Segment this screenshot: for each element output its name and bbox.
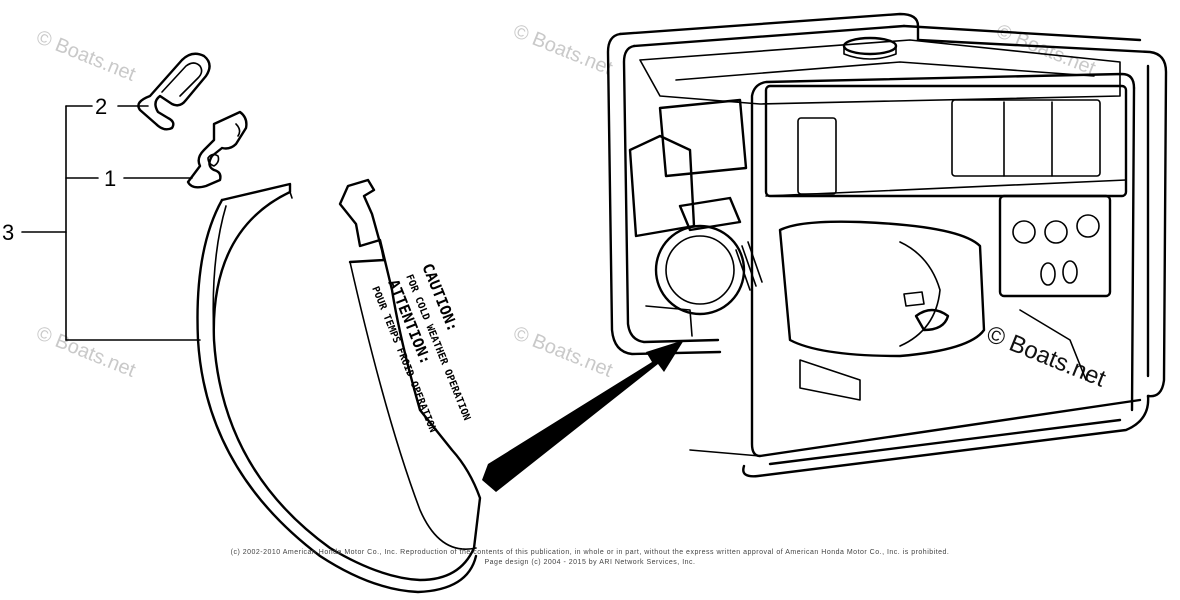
watermark-mid-left: © Boats.net [33, 322, 139, 382]
watermark-top-left: © Boats.net [33, 26, 139, 86]
watermark-top-center: © Boats.net [510, 20, 616, 80]
part-clip-1 [186, 110, 248, 189]
callout-bracket [21, 105, 201, 341]
arrow-indicator [482, 340, 684, 492]
watermark-generator: © Boats.net [983, 321, 1110, 393]
callout-number-2: 2 [95, 94, 107, 119]
callout-number-3: 3 [2, 220, 14, 245]
copyright-line-1: (c) 2002-2010 American Honda Motor Co., … [230, 549, 950, 556]
copyright-line-2: Page design (c) 2004 - 2015 by ARI Netwo… [484, 559, 696, 566]
part-caution-band: CAUTION: FOR COLD WEATHER OPERATION ATTE… [196, 178, 482, 594]
generator-illustration [606, 12, 1168, 478]
callout-number-1: 1 [104, 166, 116, 191]
part-clip-2 [137, 52, 211, 131]
watermark-mid-center: © Boats.net [510, 322, 616, 382]
